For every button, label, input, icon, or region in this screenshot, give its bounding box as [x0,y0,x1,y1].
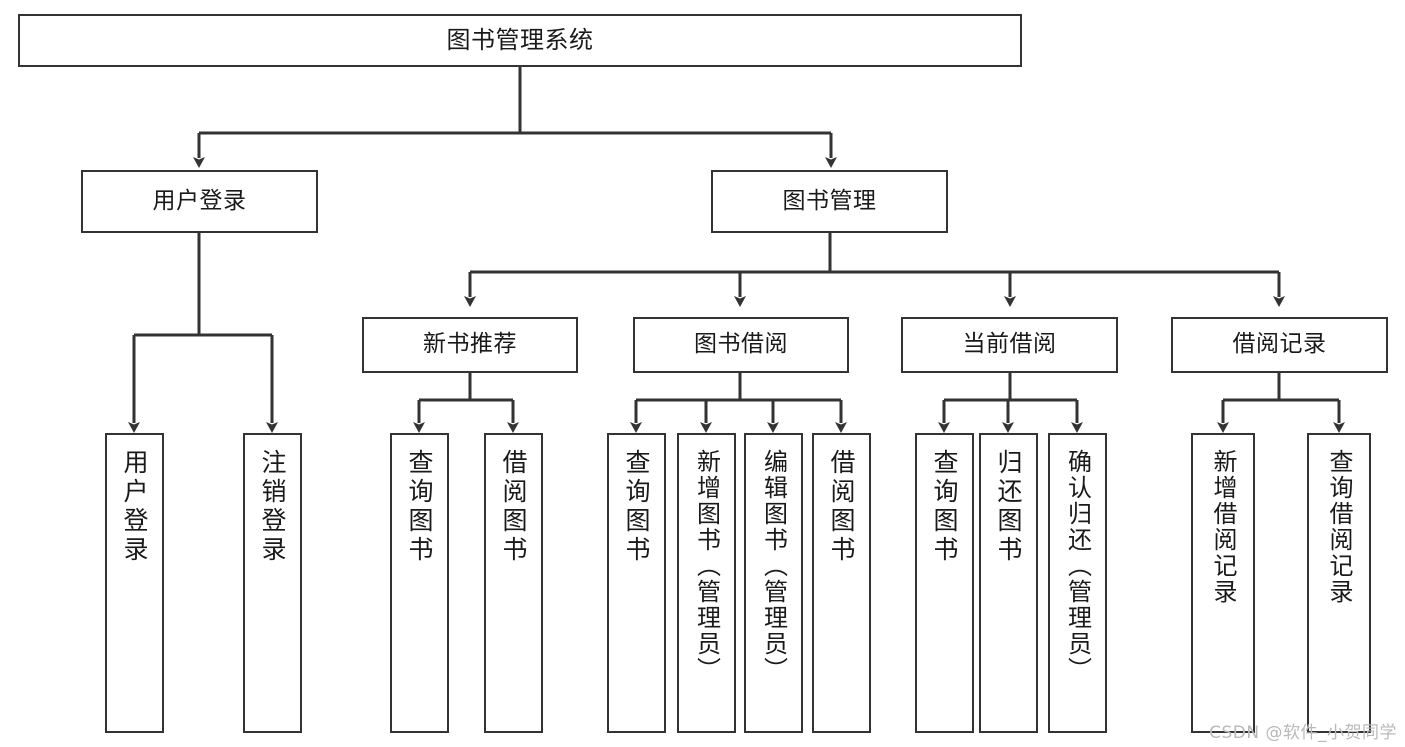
csdn-watermark: CSDN @软件_小贺同学 [1209,723,1397,743]
leaf-logout-label: 注销登录 [258,449,287,565]
leaf-return-book-label: 归还图书 [994,449,1023,565]
leaf-add-book[interactable]: 新增图书（管理员） [677,433,736,733]
leaf-logout[interactable]: 注销登录 [243,433,302,733]
node-user-login[interactable]: 用户登录 [81,170,318,233]
leaf-query-record-label: 查询借阅记录 [1325,449,1353,605]
leaf-user-login-label: 用户登录 [120,449,149,565]
node-borrow-record-label: 借阅记录 [1232,331,1327,358]
leaf-borrow-book-2[interactable]: 借阅图书 [812,433,871,733]
node-book-manage-label: 图书管理 [782,187,877,214]
leaf-query-book-1[interactable]: 查询图书 [390,433,449,733]
node-current-borrow-label: 当前借阅 [962,331,1057,358]
leaf-query-book-3[interactable]: 查询图书 [915,433,974,733]
leaf-query-record[interactable]: 查询借阅记录 [1307,433,1371,733]
node-new-book-recommend-label: 新书推荐 [423,331,517,358]
node-book-manage[interactable]: 图书管理 [711,170,948,233]
leaf-add-record[interactable]: 新增借阅记录 [1191,433,1255,733]
leaf-edit-book-label: 编辑图书（管理员） [759,449,788,683]
leaf-query-book-2[interactable]: 查询图书 [607,433,666,733]
leaf-return-book[interactable]: 归还图书 [979,433,1038,733]
leaf-query-book-2-label: 查询图书 [622,449,651,565]
leaf-edit-book[interactable]: 编辑图书（管理员） [744,433,803,733]
leaf-confirm-return[interactable]: 确认归还（管理员） [1048,433,1107,733]
node-new-book-recommend[interactable]: 新书推荐 [362,317,578,373]
leaf-borrow-book-1-label: 借阅图书 [499,449,528,565]
node-book-borrow-label: 图书借阅 [694,331,788,358]
leaf-add-record-label: 新增借阅记录 [1209,449,1237,605]
node-root-label: 图书管理系统 [446,26,594,55]
leaf-user-login[interactable]: 用户登录 [105,433,164,733]
leaf-query-book-3-label: 查询图书 [930,449,959,565]
leaf-confirm-return-label: 确认归还（管理员） [1063,449,1092,683]
leaf-borrow-book-1[interactable]: 借阅图书 [484,433,543,733]
leaf-borrow-book-2-label: 借阅图书 [827,449,856,565]
node-root[interactable]: 图书管理系统 [18,14,1022,67]
node-current-borrow[interactable]: 当前借阅 [901,317,1118,373]
leaf-add-book-label: 新增图书（管理员） [692,449,721,683]
node-book-borrow[interactable]: 图书借阅 [633,317,849,373]
leaf-query-book-1-label: 查询图书 [405,449,434,565]
node-user-login-label: 用户登录 [152,187,247,214]
node-borrow-record[interactable]: 借阅记录 [1171,317,1388,373]
